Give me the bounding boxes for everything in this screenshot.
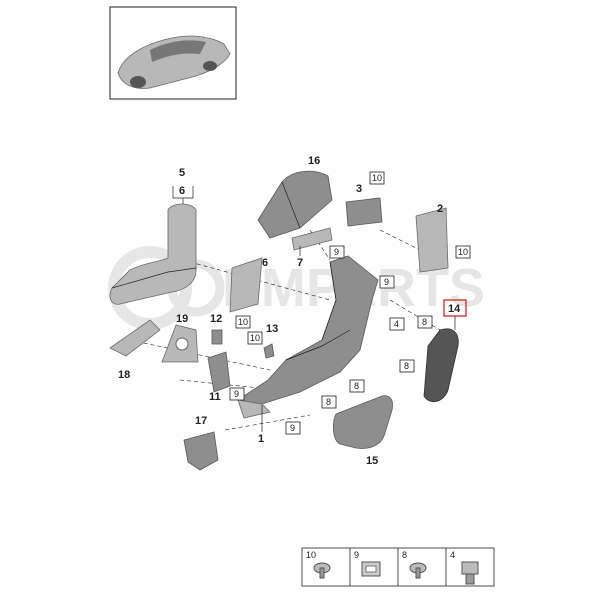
part-labels: 1 2 3 5 6 6 7 11 12 13 14 15 16 17 18 19	[118, 155, 467, 467]
legend-ref: 8	[402, 550, 407, 560]
clip-icon	[361, 561, 381, 577]
lower-bracket	[183, 431, 219, 471]
rear-console	[257, 170, 333, 239]
label-17: 17	[195, 415, 207, 427]
vehicle-thumbnail	[109, 6, 237, 100]
legend-ref: 9	[354, 550, 359, 560]
label-6b: 6	[262, 257, 268, 269]
pad-part	[109, 319, 161, 357]
reference-boxes: 10 9 10 9 4 8 10 10 8 8 8 9 9	[229, 171, 471, 435]
svg-text:8: 8	[422, 317, 427, 327]
module-part	[207, 351, 231, 393]
side-cover-14	[423, 328, 459, 403]
label-12: 12	[210, 313, 222, 325]
bracket-part	[161, 324, 199, 363]
label-5: 5	[179, 167, 185, 179]
svg-text:9: 9	[384, 277, 389, 287]
clip-part	[211, 329, 223, 345]
svg-text:10: 10	[250, 333, 260, 343]
front-trim	[332, 395, 393, 449]
armrest-cushion	[109, 203, 197, 305]
screw-icon	[313, 562, 331, 579]
small-part-13	[263, 343, 275, 359]
screw-icon	[409, 562, 427, 579]
bolt-icon	[461, 561, 479, 585]
legend-ref: 4	[450, 550, 455, 560]
trim-strip	[291, 227, 333, 251]
label-6a: 6	[179, 185, 185, 197]
label-13: 13	[266, 323, 278, 335]
label-18: 18	[118, 369, 130, 381]
control-module	[345, 197, 383, 227]
svg-text:9: 9	[334, 247, 339, 257]
svg-text:4: 4	[394, 319, 399, 329]
svg-text:10: 10	[458, 247, 468, 257]
label-2: 2	[437, 203, 443, 215]
svg-text:8: 8	[404, 361, 409, 371]
label-11: 11	[209, 391, 221, 403]
svg-text:9: 9	[234, 389, 239, 399]
label-19: 19	[176, 313, 188, 325]
label-15: 15	[366, 455, 378, 467]
svg-text:10: 10	[238, 317, 248, 327]
svg-text:8: 8	[326, 397, 331, 407]
console-body	[236, 255, 379, 419]
label-16: 16	[308, 155, 320, 167]
svg-text:9: 9	[290, 423, 295, 433]
legend-ref: 10	[306, 550, 316, 560]
label-14: 14	[448, 303, 461, 315]
fastener-legend: 10 9 8 4	[301, 547, 495, 587]
svg-text:10: 10	[372, 173, 382, 183]
label-7: 7	[297, 257, 303, 269]
side-panel	[229, 257, 263, 313]
svg-text:8: 8	[354, 381, 359, 391]
cover-panel	[415, 207, 449, 273]
label-1: 1	[258, 433, 264, 445]
label-3: 3	[356, 183, 362, 195]
